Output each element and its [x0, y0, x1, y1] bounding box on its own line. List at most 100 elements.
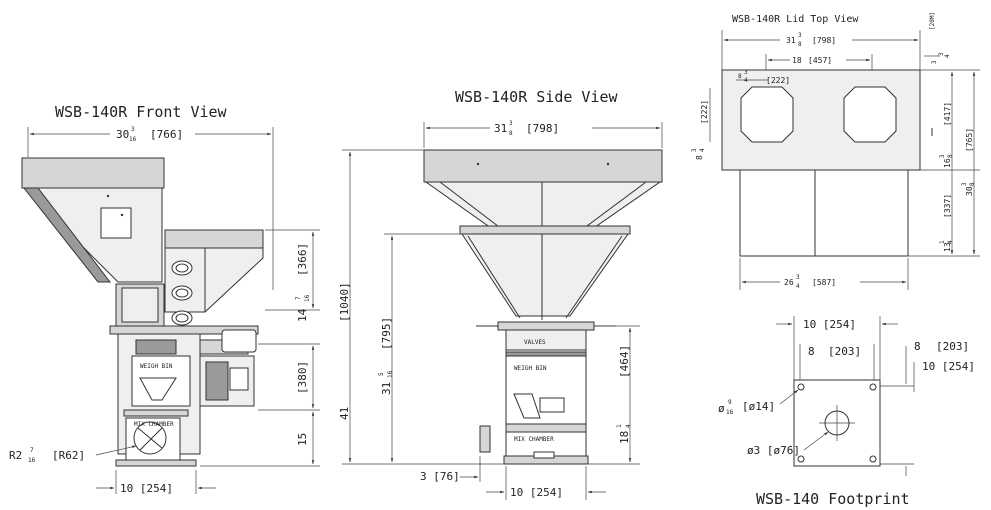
lid-left-frac-den: 4: [699, 148, 706, 152]
front-side-hopper-dimension: [366] 14 7 16: [265, 229, 320, 322]
lid-spacing-in: 18: [792, 56, 802, 65]
footprint-right-outer: 10 [254]: [922, 360, 975, 373]
lid-opening-offset-in: 8: [738, 73, 742, 80]
lid-depth-mm: [765]: [965, 128, 974, 152]
footprint-hole-in: ø: [718, 402, 725, 415]
footprint-right-inner-mm: [203]: [936, 340, 969, 353]
side-width-mm: [798]: [526, 122, 559, 135]
lid-right-mid-in: 16: [943, 158, 952, 168]
front-side-hopper-frac-den: 16: [304, 294, 311, 302]
front-width-mm: [766]: [150, 128, 183, 141]
lid-plate: [721, 69, 933, 257]
front-body-dimension: [380]: [258, 343, 320, 411]
lid-right-dimensions: [417] 16 3 8 [337] 13 1 4 [765] 30 3 8: [908, 69, 980, 257]
lid-right-low-in: 13: [943, 242, 952, 252]
lid-corner-in: 3: [931, 60, 938, 64]
side-hopper-height-in: 31: [380, 382, 393, 395]
lid-width-dimension: 31 3 8 [798] 3 3 4: [721, 30, 951, 70]
lid-bottom-in: 26: [784, 278, 794, 287]
footprint-plate: [793, 379, 881, 467]
lid-opening-dimensions: 8 3 4 [222] [222] 8 3 4: [691, 69, 790, 160]
front-radius-in: R2: [9, 449, 22, 462]
side-width-dimension: 31 3 8 [798]: [423, 120, 663, 148]
footprint-right-inner-in: 8: [914, 340, 921, 353]
lid-right-low-frac-den: 4: [947, 240, 954, 244]
side-view-title: WSB-140R Side View: [455, 88, 619, 106]
side-total-height-in: 41: [338, 407, 351, 420]
side-lower-height-frac-den: 4: [625, 424, 632, 428]
lid-depth-frac-num: 3: [961, 182, 968, 186]
side-width-in: 31: [494, 122, 507, 135]
footprint-inner-width-mm: [203]: [828, 345, 861, 358]
lid-width-mm: [798]: [812, 36, 836, 45]
side-bottom-width: 10 [254]: [510, 486, 563, 499]
front-side-hopper-frac-num: 7: [295, 296, 302, 300]
lid-right-mid-frac-den: 8: [947, 154, 954, 158]
side-lower-height-mm: [464]: [618, 345, 631, 378]
footprint-hole-frac-den: 16: [726, 409, 734, 416]
lid-corner-frac-den: 4: [944, 54, 951, 58]
front-center-column: WEIGH BIN MIX CHAMBER: [109, 283, 259, 467]
lid-corner-frac-num: 3: [938, 52, 945, 56]
front-motor: [199, 329, 257, 407]
lid-left-frac-num: 3: [691, 148, 698, 152]
front-width-frac-den: 16: [129, 136, 137, 143]
footprint-hole-mm: [ø14]: [742, 400, 775, 413]
footprint-title: WSB-140 Footprint: [756, 490, 910, 508]
side-hopper-height-dimension: [795] 31 5 16: [378, 233, 462, 463]
front-bottom-width: 10 [254]: [120, 482, 173, 495]
lid-top-view: WSB-140R Lid Top View [20M] 31 3 8 [798]…: [691, 12, 980, 290]
side-lower-body: VALVES WEIGH BIN MIX CHAMBER: [476, 321, 616, 465]
side-offset: 3 [76]: [420, 470, 460, 483]
side-lower-height-in: 18: [618, 431, 631, 444]
lid-right-low-mm: [337]: [943, 194, 952, 218]
front-width-frac-num: 3: [131, 126, 135, 133]
lid-width-in: 31: [786, 36, 796, 45]
side-view: WSB-140R Side View 31 3 8 [798]: [338, 88, 663, 500]
footprint-top-dimensions: 10 [254] 8 [203]: [776, 316, 898, 384]
lid-left-in: 8: [695, 155, 704, 160]
front-body-mm: [380]: [296, 361, 309, 394]
front-side-hopper-in: 14: [296, 308, 309, 322]
lid-opening-w-mm: [222]: [766, 76, 790, 85]
side-total-height-dimension: [1040] 41: [338, 149, 504, 465]
front-base-in: 15: [296, 433, 309, 446]
front-width-in: 30: [116, 128, 129, 141]
lid-corner-mm: [20M]: [929, 12, 936, 30]
side-lower-height-frac-num: 1: [616, 424, 623, 428]
lid-bottom-frac-num: 3: [796, 274, 800, 281]
lid-right-low-frac-num: 1: [939, 240, 946, 244]
side-mix-chamber-label: MIX CHAMBER: [514, 436, 554, 443]
lid-bottom-mm: [587]: [812, 278, 836, 287]
side-weigh-bin-label: WEIGH BIN: [514, 365, 547, 372]
front-bottom-dimension: 10 [254]: [96, 470, 216, 495]
lid-bottom-dimension: 26 3 4 [587]: [739, 258, 909, 290]
lid-right-mid-frac-num: 3: [939, 154, 946, 158]
side-valves-label: VALVES: [524, 339, 546, 346]
side-width-frac-den: 8: [509, 130, 513, 137]
lid-opening-offset-frac-den: 4: [744, 77, 748, 84]
front-side-hopper: [164, 229, 264, 326]
front-radius-mm: [R62]: [52, 449, 85, 462]
front-base-dimension: 15: [200, 411, 320, 467]
side-width-frac-num: 3: [509, 120, 513, 127]
front-view: WSB-140R Front View 30 3 16 [766]: [9, 103, 320, 495]
footprint-right-dimensions: 8 [203] 10 [254]: [880, 340, 975, 476]
side-lower-height-dimension: [464] 18 1 4: [588, 325, 640, 465]
side-hopper: [423, 149, 663, 320]
lid-bottom-frac-den: 4: [796, 283, 800, 290]
lid-depth-in: 30: [965, 186, 974, 196]
front-weigh-bin-label: WEIGH BIN: [140, 363, 173, 370]
front-width-dimension: 30 3 16 [766]: [27, 126, 274, 290]
footprint-center-hole: ø3 [ø76]: [747, 444, 800, 457]
footprint-hole-callouts: ø 9 16 [ø14] ø3 [ø76]: [718, 389, 829, 457]
side-hopper-height-frac-den: 16: [387, 370, 394, 378]
lid-title: WSB-140R Lid Top View: [732, 14, 859, 25]
side-bottom-dimensions: 3 [76] 10 [254]: [420, 456, 606, 500]
side-total-height-mm: [1040]: [338, 282, 351, 322]
front-radius-frac-num: 7: [30, 447, 34, 454]
lid-width-frac-num: 3: [798, 32, 802, 39]
footprint-inner-width-in: 8: [808, 345, 815, 358]
front-radius-frac-den: 16: [28, 457, 36, 464]
